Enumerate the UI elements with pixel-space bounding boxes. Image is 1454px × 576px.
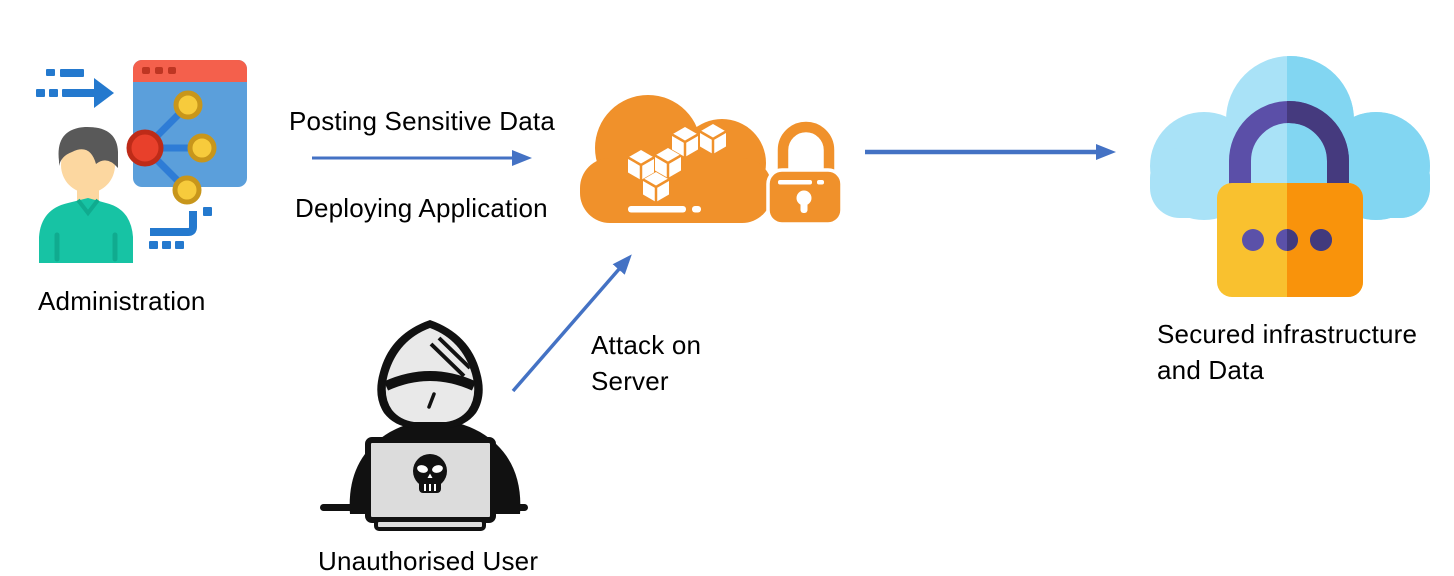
hacker-icon [320,320,528,531]
administration-icon [36,60,247,263]
laptop-icon [365,437,496,531]
app-window-icon [126,60,247,205]
purple-padlock-icon [1217,101,1363,297]
hacker-hood [377,320,483,428]
unauthorised-user-label: Unauthorised User [318,546,539,576]
person-icon [39,126,133,263]
aws-cloud-icon [580,95,772,223]
posting-sensitive-data-label: Posting Sensitive Data [289,106,555,136]
attack-on-server-label: Attack on Server [591,327,701,399]
secured-label-line2: and Data [1157,355,1265,385]
cubes-icon [627,124,727,202]
cloud-underline-dot [692,206,701,213]
aws-cloud-lock-icon [580,95,844,226]
skull-icon [413,454,447,493]
dashed-arrow-icon [36,69,114,108]
attack-on-server-line1: Attack on [591,330,702,360]
face-nose-tick [427,392,436,409]
orange-padlock-icon [766,117,844,226]
cloud-underline [628,206,686,213]
administration-label: Administration [38,286,206,316]
secured-label-line1: Secured infrastructure [1157,319,1418,349]
dashed-corner-icon [149,207,212,249]
attack-on-server-line2: Server [591,366,669,396]
secured-label: Secured infrastructure and Data [1157,316,1417,388]
deploying-application-label: Deploying Application [295,193,548,223]
secured-cloud-lock-icon [1150,56,1430,297]
